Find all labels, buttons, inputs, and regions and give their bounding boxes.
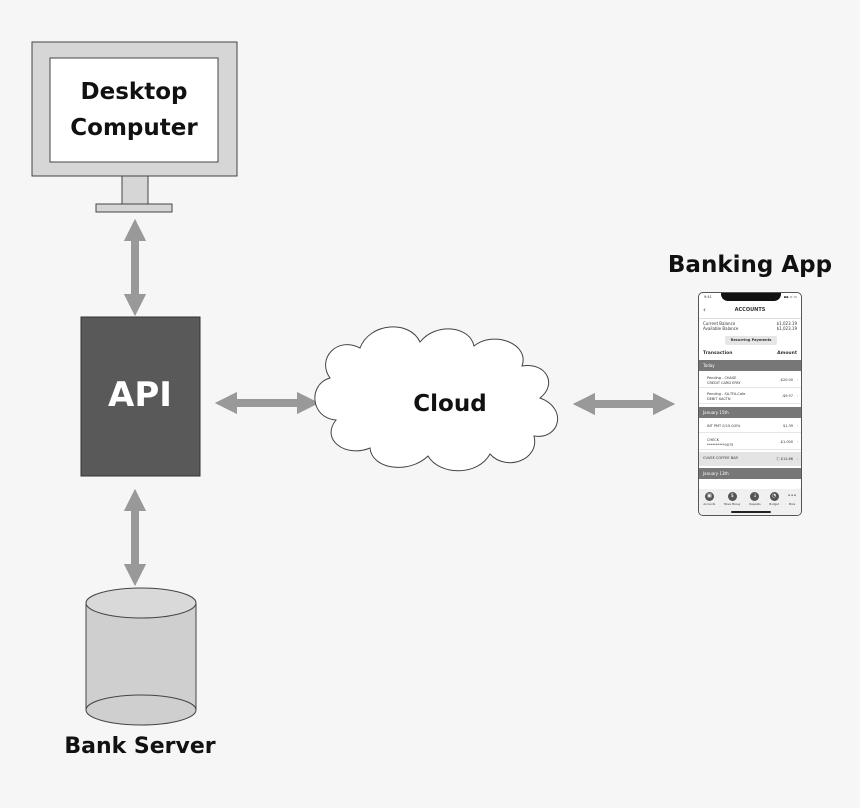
chevron-right-icon: › <box>796 393 798 398</box>
current-balance-value: $1,023.19 <box>776 321 797 326</box>
tx-line2: CREDIT CARD EPAY <box>707 380 741 385</box>
cylinder-body <box>85 603 197 726</box>
available-balance-row: Available Balance $1,023.19 <box>703 326 797 331</box>
nav-accounts[interactable]: ▣ Accounts <box>703 492 715 506</box>
tx-amount: $1.39 <box>782 423 793 428</box>
transaction-column-header: Transaction Amount <box>703 349 797 358</box>
nav-more[interactable]: ••• More <box>788 492 797 506</box>
tx-line1: Pending - CHASE <box>707 376 737 380</box>
tx-line1: CUVEE COFFEE BAR <box>703 456 738 460</box>
cylinder-top <box>85 587 197 619</box>
accounts-header: ‹ ACCOUNTS <box>699 303 801 319</box>
more-dots-icon: ••• <box>787 493 797 499</box>
back-chevron-icon[interactable]: ‹ <box>703 306 706 314</box>
api-box <box>80 316 201 477</box>
transaction-row[interactable]: Pending - SA-TFA-Cafe DEBIT XACTN -$9.57… <box>699 389 801 404</box>
tx-amount: -$1.000 <box>779 439 793 444</box>
status-bar: 9:41 ▪▪ ≈ ▭ <box>704 295 797 301</box>
api-label: API <box>108 375 172 415</box>
cloud-node: Cloud <box>314 326 558 472</box>
desktop-label-line2: Computer <box>70 115 198 141</box>
section-header-jan15: January 15th <box>699 407 801 418</box>
desktop-label-line1: Desktop <box>81 79 188 105</box>
info-icon: ⓘ <box>776 456 780 461</box>
chevron-right-icon: › <box>796 439 798 444</box>
tx-line2: DEBIT XACTN <box>707 396 731 401</box>
transaction-row[interactable]: Pending - CHASE CREDIT CARD EPAY -$20.00… <box>699 373 801 388</box>
nav-budget[interactable]: ◔ Budget <box>769 492 779 506</box>
col-transaction: Transaction <box>703 351 733 356</box>
desktop-computer-node: Desktop Computer <box>31 41 238 213</box>
nav-label: Deposits <box>749 503 761 506</box>
cloud-label: Cloud <box>413 391 486 417</box>
signal-wifi-battery-icon: ▪▪ ≈ ▭ <box>783 295 797 299</box>
dollar-icon: $ <box>727 492 737 501</box>
banking-app-label: Banking App <box>668 252 832 278</box>
tx-amount: -$9.57 <box>781 393 793 398</box>
phone-notch <box>721 293 781 301</box>
nav-label: Budget <box>769 503 779 506</box>
transaction-row[interactable]: INT PMT 0/15-0/0% $1.39 › <box>699 420 801 433</box>
tx-line1: INT PMT 0/15-0/0% <box>707 424 741 428</box>
download-icon: ↓ <box>750 492 760 501</box>
current-balance-row: Current Balance $1,023.19 <box>703 321 797 326</box>
col-amount: Amount <box>777 351 797 356</box>
wallet-icon: ▣ <box>704 492 714 501</box>
api-node: API <box>80 316 201 477</box>
nav-label: Accounts <box>703 503 716 506</box>
transaction-row[interactable]: CUVEE COFFEE BAR ⓘ $12.86 › <box>699 452 801 466</box>
recurring-payments-button[interactable]: Recurring Payments <box>725 336 777 345</box>
monitor-base <box>95 203 173 213</box>
cylinder-bottom-rim <box>85 694 197 711</box>
home-indicator <box>731 511 771 513</box>
available-balance-label: Available Balance <box>703 326 739 331</box>
monitor-neck <box>121 175 149 205</box>
bank-server-node: Bank Server <box>64 587 216 759</box>
tx-amount-with-info: ⓘ $12.86 <box>776 456 793 461</box>
cloud-shape <box>314 326 558 472</box>
chevron-right-icon: › <box>796 423 798 428</box>
section-header-today: Today <box>699 360 801 371</box>
transaction-row[interactable]: CHECK **********0075 -$1.000 › <box>699 435 801 450</box>
status-time: 9:41 <box>704 295 712 299</box>
chevron-right-icon: › <box>796 377 798 382</box>
chevron-right-icon: › <box>796 456 798 461</box>
tx-line1: CHECK <box>707 438 720 442</box>
available-balance-value: $1,023.19 <box>776 326 797 331</box>
pie-chart-icon: ◔ <box>769 492 779 501</box>
tx-amount: -$20.00 <box>779 377 793 382</box>
current-balance-label: Current Balance <box>703 321 736 326</box>
bottom-nav: ▣ Accounts $ Move Money ↓ Deposits ◔ Bud… <box>699 489 801 515</box>
banking-app-phone: 9:41 ▪▪ ≈ ▭ ‹ ACCOUNTS Current Balance $… <box>698 292 802 516</box>
nav-label: More <box>788 503 796 506</box>
nav-move-money[interactable]: $ Move Money <box>724 492 740 506</box>
nav-label: Move Money <box>724 503 741 506</box>
tx-line2: **********0075 <box>707 442 734 447</box>
section-header-jan13: January 13th <box>699 468 801 479</box>
tx-amount: $12.86 <box>780 456 793 461</box>
nav-deposits[interactable]: ↓ Deposits <box>749 492 761 506</box>
header-title: ACCOUNTS <box>734 307 766 313</box>
monitor-screen <box>49 57 219 163</box>
bank-server-label: Bank Server <box>64 734 215 759</box>
tx-line1: Pending - SA-TFA-Cafe <box>707 392 746 396</box>
